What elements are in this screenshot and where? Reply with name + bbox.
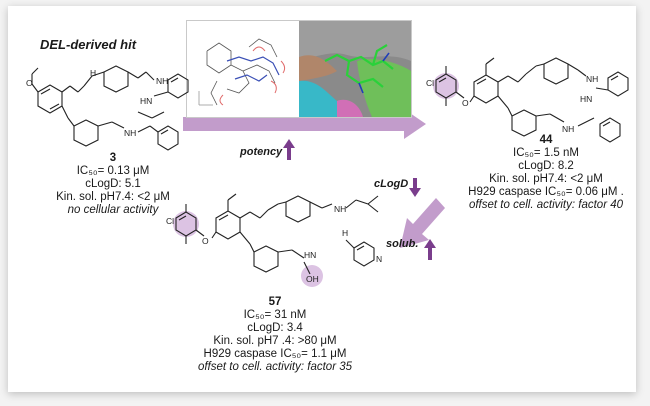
compound-57-caspase: H929 caspase IC₅₀= 1.1 μM bbox=[203, 348, 347, 360]
compound-44-solubility: Kin. sol. pH7.4: <2 μM bbox=[489, 173, 603, 185]
solubility-label: solub. bbox=[386, 238, 419, 250]
atom-nh-57: NH bbox=[334, 204, 346, 214]
atom-o: O bbox=[26, 78, 33, 88]
compound-3-structure: O H NH HN NH bbox=[26, 65, 189, 151]
compound-57-clogd: cLogD: 3.4 bbox=[247, 322, 303, 334]
atom-cl-44: Cl bbox=[426, 78, 434, 88]
figure-card: potency cLogD solub. bbox=[8, 6, 636, 392]
compound-44-caspase: H929 caspase IC₅₀= 0.06 μM . bbox=[468, 186, 624, 198]
compound-3-solubility: Kin. sol. pH7.4: <2 μM bbox=[56, 191, 170, 203]
compound-3-note: no cellular activity bbox=[67, 204, 159, 216]
compound-57-data: 57 IC₅₀= 31 nM cLogD: 3.4 Kin. sol. pH7 … bbox=[180, 296, 370, 374]
potency-up-icon bbox=[283, 139, 295, 160]
compound-57-offset: offset to cell. activity: factor 35 bbox=[197, 361, 353, 373]
atom-h: H bbox=[90, 68, 96, 78]
atom-cl-57: Cl bbox=[166, 216, 174, 226]
solubility-up-icon bbox=[424, 239, 436, 260]
hit-title: DEL-derived hit bbox=[40, 37, 137, 52]
binding-pose-image bbox=[187, 21, 411, 117]
solubility-arrow bbox=[400, 198, 445, 248]
compound-44-structure: Cl O NH HN NH bbox=[426, 57, 629, 143]
potency-label: potency bbox=[240, 146, 283, 158]
atom-o-44: O bbox=[462, 98, 469, 108]
atom-o-57: O bbox=[202, 236, 209, 246]
compound-3-id: 3 bbox=[109, 152, 117, 164]
clogd-label: cLogD bbox=[374, 178, 409, 190]
compound-44-ic50: IC₅₀= 1.5 nM bbox=[513, 147, 579, 159]
compound-3-ic50: IC₅₀= 0.13 μM bbox=[76, 165, 150, 177]
atom-pyridine-n: N bbox=[376, 254, 382, 264]
atom-n-57: H bbox=[342, 228, 348, 238]
potency-arrow bbox=[183, 109, 426, 139]
compound-3-data: 3 IC₅₀= 0.13 μM cLogD: 5.1 Kin. sol. pH7… bbox=[48, 152, 178, 217]
atom-nh2-57: HN bbox=[304, 250, 316, 260]
compound-57-id: 57 bbox=[268, 296, 282, 308]
compound-3-clogd: cLogD: 5.1 bbox=[85, 178, 141, 190]
compound-44-clogd: cLogD: 8.2 bbox=[518, 160, 574, 172]
atom-nh2-44: NH bbox=[562, 124, 574, 134]
atom-oh-57: OH bbox=[306, 274, 319, 284]
structure-inset bbox=[186, 20, 412, 118]
atom-hn: HN bbox=[140, 96, 152, 106]
compound-44-offset: offset to cell. activity: factor 40 bbox=[468, 199, 624, 211]
compound-57-structure: Cl O NH H N HN bbox=[166, 193, 382, 287]
compound-57-ic50: IC₅₀= 31 nM bbox=[243, 309, 307, 321]
clogd-down-icon bbox=[409, 178, 421, 197]
atom-nh2: NH bbox=[124, 128, 136, 138]
transition-arrows bbox=[183, 109, 445, 260]
atom-hn-44: HN bbox=[580, 94, 592, 104]
atom-nh-44: NH bbox=[586, 74, 598, 84]
compound-44-id: 44 bbox=[539, 134, 553, 146]
compound-57-solubility: Kin. sol. pH7 .4: >80 μM bbox=[213, 335, 337, 347]
compound-44-data: 44 IC₅₀= 1.5 nM cLogD: 8.2 Kin. sol. pH7… bbox=[458, 134, 634, 212]
atom-nh: NH bbox=[156, 76, 168, 86]
